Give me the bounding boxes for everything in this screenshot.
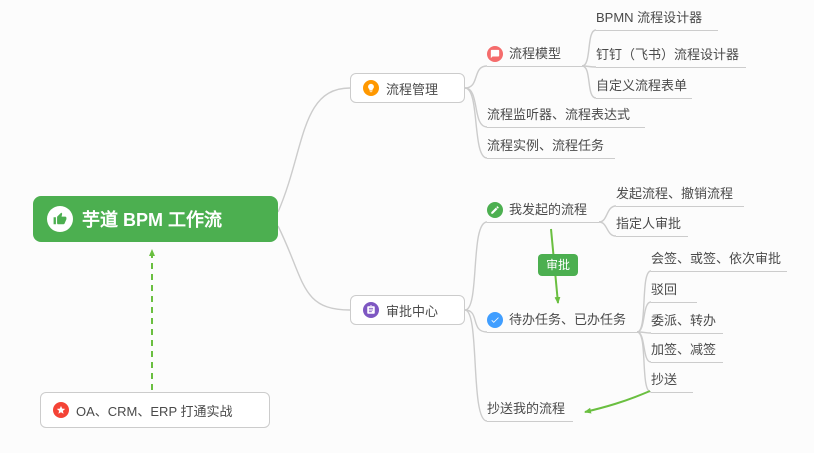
node-label: 待办任务、已办任务 — [509, 312, 627, 327]
node-custom-form[interactable]: 自定义流程表单 — [596, 78, 692, 99]
node-approval-center[interactable]: 审批中心 — [350, 295, 465, 325]
node-label: 抄送 — [651, 372, 678, 387]
pencil-icon — [487, 202, 503, 218]
node-assignee-approval[interactable]: 指定人审批 — [616, 216, 688, 237]
node-bpmn-designer[interactable]: BPMN 流程设计器 — [596, 10, 718, 31]
node-label: OA、CRM、ERP 打通实战 — [76, 403, 233, 419]
node-label: 钉钉（飞书）流程设计器 — [596, 47, 740, 62]
node-label: 流程模型 — [509, 46, 562, 61]
node-delegate-transfer[interactable]: 委派、转办 — [651, 313, 723, 334]
node-label: 指定人审批 — [616, 216, 682, 231]
node-countersign[interactable]: 会签、或签、依次审批 — [651, 251, 787, 272]
node-label: 加签、减签 — [651, 342, 717, 357]
approval-tag: 审批 — [538, 254, 579, 276]
node-add-reduce-sign[interactable]: 加签、减签 — [651, 342, 723, 363]
node-instance-task[interactable]: 流程实例、流程任务 — [487, 138, 615, 159]
node-my-initiated[interactable]: 我发起的流程 — [487, 202, 599, 223]
branch-curves — [277, 29, 652, 422]
node-label: 会签、或签、依次审批 — [651, 251, 782, 266]
root-node[interactable]: 芋道 BPM 工作流 — [33, 196, 278, 242]
node-label: 自定义流程表单 — [596, 78, 688, 93]
node-label: 发起流程、撤销流程 — [616, 186, 734, 201]
node-label: 我发起的流程 — [509, 202, 588, 217]
node-label: 流程实例、流程任务 — [487, 138, 605, 153]
node-label: 抄送我的流程 — [487, 401, 566, 416]
node-listener-expression[interactable]: 流程监听器、流程表达式 — [487, 107, 645, 128]
node-label: 审批中心 — [386, 303, 439, 319]
node-cc-my-process[interactable]: 抄送我的流程 — [487, 401, 573, 422]
lightbulb-icon — [363, 80, 379, 96]
node-label: 委派、转办 — [651, 313, 717, 328]
node-reject[interactable]: 驳回 — [651, 282, 697, 303]
thumbs-up-icon — [47, 206, 73, 232]
check-icon — [487, 312, 503, 328]
chat-bubble-icon — [487, 46, 503, 62]
node-label: 驳回 — [651, 282, 678, 297]
node-process-management[interactable]: 流程管理 — [350, 73, 465, 103]
node-cc[interactable]: 抄送 — [651, 372, 693, 393]
node-label: BPMN 流程设计器 — [596, 10, 703, 25]
cc-flow-arrow — [584, 390, 651, 414]
node-initiate-cancel[interactable]: 发起流程、撤销流程 — [616, 186, 744, 207]
node-label: 流程管理 — [386, 81, 439, 97]
star-icon — [53, 402, 69, 418]
clipboard-icon — [363, 302, 379, 318]
root-node-label: 芋道 BPM 工作流 — [82, 210, 223, 230]
node-oa-practice[interactable]: OA、CRM、ERP 打通实战 — [40, 392, 270, 428]
node-label: 流程监听器、流程表达式 — [487, 107, 631, 122]
node-todo-done[interactable]: 待办任务、已办任务 — [487, 312, 637, 333]
node-process-model[interactable]: 流程模型 — [487, 46, 582, 67]
node-dingtalk-designer[interactable]: 钉钉（飞书）流程设计器 — [596, 47, 746, 68]
